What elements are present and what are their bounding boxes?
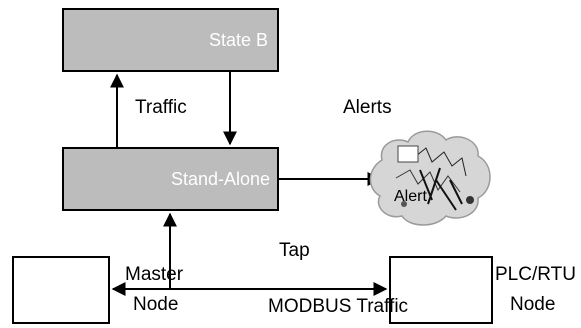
plc-node-label-line2: Node xyxy=(510,294,556,315)
traffic-label: Traffic xyxy=(135,97,187,118)
plc-node-box xyxy=(389,256,493,324)
master-node-label-line1: Master xyxy=(125,264,184,285)
tap-label: Tap xyxy=(279,240,310,261)
ids-box: Stand-Alone xyxy=(62,147,279,211)
state-box: State B xyxy=(62,8,279,72)
master-node-label-line2: Node xyxy=(133,294,179,315)
alert-cloud-text: Alert xyxy=(394,188,427,205)
master-node-box xyxy=(12,256,110,324)
alerts-label: Alerts xyxy=(343,97,392,118)
modbus-traffic-label: MODBUS Traffic xyxy=(268,296,409,317)
state-box-label: State B xyxy=(209,30,269,50)
ids-box-label: Stand-Alone xyxy=(171,169,271,189)
plc-node-label-line1: PLC/RTU xyxy=(495,264,576,285)
alert-cloud-image xyxy=(369,130,491,226)
